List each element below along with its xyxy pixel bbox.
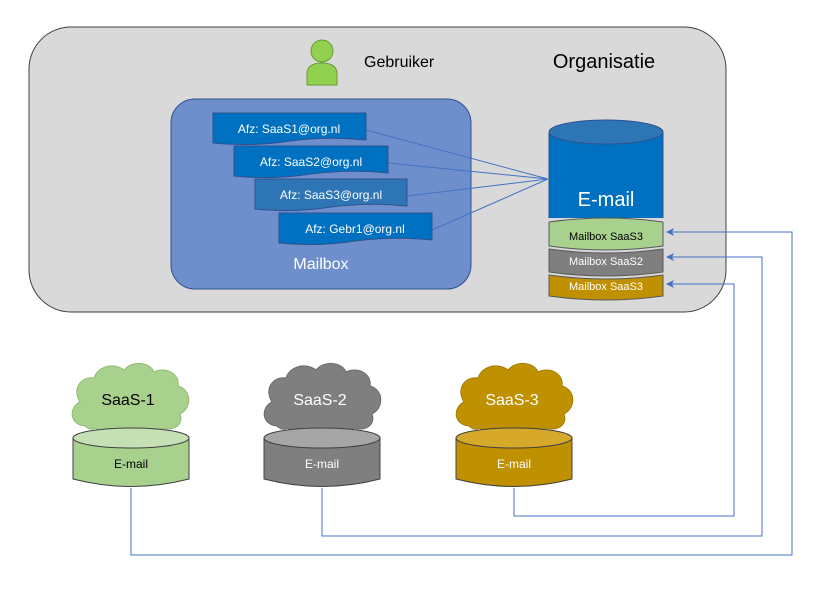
message-label: Afz: Gebr1@org.nl — [305, 222, 405, 236]
mailbox-label: Mailbox — [293, 256, 348, 273]
mailbox-section-label: Mailbox SaaS3 — [569, 231, 643, 243]
message-item-4[interactable]: Afz: Gebr1@org.nl — [278, 212, 433, 246]
message-label: Afz: SaaS2@org.nl — [260, 155, 362, 169]
user-icon — [306, 39, 338, 86]
saas-store-label: E-mail — [305, 457, 339, 471]
saas-name: SaaS-1 — [101, 392, 154, 409]
saas-name: SaaS-2 — [293, 392, 346, 409]
message-item-2[interactable]: Afz: SaaS2@org.nl — [233, 145, 389, 179]
saas-name: SaaS-3 — [485, 392, 538, 409]
saas-2[interactable]: SaaS-2 E-mail — [263, 363, 382, 487]
saas-1[interactable]: SaaS-1 E-mail — [71, 363, 190, 487]
message-item-3[interactable]: Afz: SaaS3@org.nl — [254, 178, 408, 212]
mailbox-section-1: Mailbox SaaS3 — [548, 217, 664, 251]
saas-store-label: E-mail — [497, 457, 531, 471]
mailbox-section-3: Mailbox SaaS3 — [548, 274, 664, 301]
message-item-1[interactable]: Afz: SaaS1@org.nl — [212, 112, 367, 146]
sync-connectors — [130, 228, 793, 556]
message-label: Afz: SaaS1@org.nl — [238, 122, 340, 136]
mailbox-section-2: Mailbox SaaS2 — [548, 248, 664, 277]
connector-saas-3 — [513, 280, 735, 517]
mailbox-section-label: Mailbox SaaS2 — [569, 256, 643, 268]
connector-saas-2 — [321, 253, 763, 537]
user-label: Gebruiker — [364, 54, 435, 71]
email-store: E-mail — [548, 119, 664, 218]
email-store-label: E-mail — [578, 189, 635, 211]
message-label: Afz: SaaS3@org.nl — [280, 188, 382, 202]
saas-3[interactable]: SaaS-3 E-mail — [455, 363, 574, 487]
message-connectors — [365, 129, 549, 231]
mailbox-section-label: Mailbox SaaS3 — [569, 281, 643, 293]
organisation-label: Organisatie — [553, 51, 655, 73]
saas-store-label: E-mail — [114, 457, 148, 471]
connector-saas-1 — [130, 228, 793, 556]
